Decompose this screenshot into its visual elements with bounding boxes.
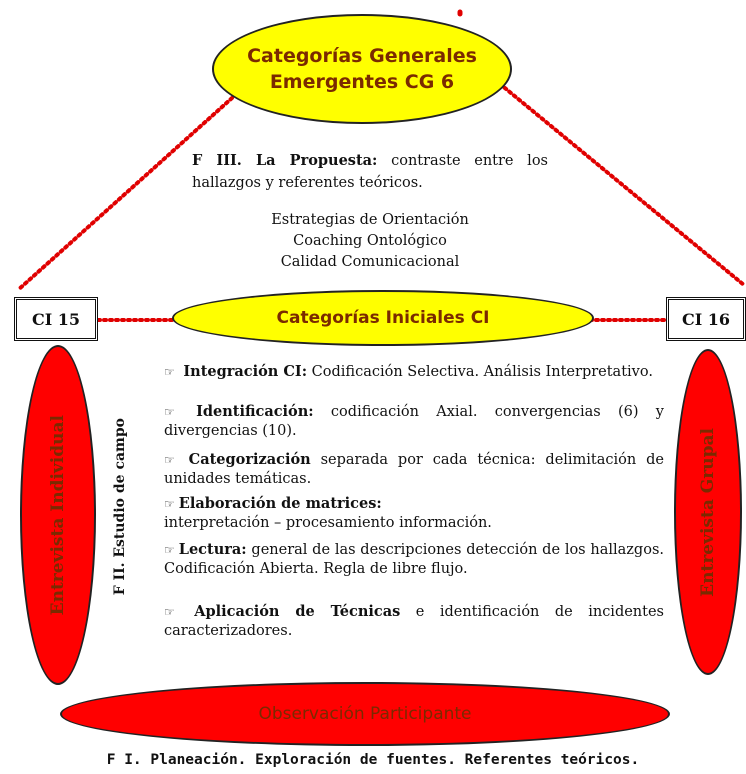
strategy-item: Estrategias de Orientación — [271, 212, 469, 228]
general-categories-line1: Categorías Generales — [247, 45, 477, 67]
item-text: interpretación – procesamiento informaci… — [164, 515, 492, 531]
item-title: Categorización — [188, 451, 311, 468]
item-title: Identificación: — [196, 403, 314, 420]
strategy-item: Calidad Comunicacional — [280, 254, 460, 270]
item-title: Aplicación de Técnicas — [194, 603, 401, 620]
individual-interview-label: Entrevista Individual — [48, 414, 68, 616]
initial-categories-ellipse: Categorías Iniciales CI — [172, 290, 594, 346]
ci-left-box: CI 15 — [14, 297, 98, 341]
item-text: separada por cada técnica: delimitación … — [164, 452, 664, 487]
phase3-text: F III. La Propuesta: contraste entre los… — [192, 150, 548, 194]
process-item: ☞ Categorización separada por cada técni… — [164, 450, 664, 494]
pointing-hand-icon: ☞ — [164, 497, 175, 511]
process-item: ☞Lectura: general de las descripciones d… — [164, 540, 664, 602]
participant-observation-ellipse: Observación Participante — [60, 682, 670, 746]
general-categories-ellipse: Categorías Generales Emergentes CG 6 — [212, 14, 512, 124]
item-text: codificación Axial. convergencias (6) y … — [164, 404, 664, 439]
ci-right-label: CI 16 — [681, 309, 731, 329]
general-categories-line2: Emergentes CG 6 — [269, 71, 455, 93]
process-item: ☞ Integración CI: Codificación Selectiva… — [164, 362, 664, 402]
process-item: ☞ Identificación: codificación Axial. co… — [164, 402, 664, 450]
phase3-title: F III. La Propuesta: — [192, 152, 378, 169]
process-items: ☞ Integración CI: Codificación Selectiva… — [164, 362, 664, 642]
item-text: Codificación Selectiva. Análisis Interpr… — [307, 364, 653, 380]
process-item: ☞ Aplicación de Técnicas e identificació… — [164, 602, 664, 642]
item-title: Elaboración de matrices: — [178, 495, 382, 512]
pointing-hand-icon: ☞ — [164, 543, 175, 557]
pointing-hand-icon: ☞ — [164, 453, 175, 467]
item-title: Lectura: — [178, 541, 247, 558]
initial-categories-label: Categorías Iniciales CI — [276, 308, 490, 328]
item-text: e identificación de incidentes caracteri… — [164, 604, 664, 639]
pointing-hand-icon: ☞ — [164, 605, 175, 619]
process-item: ☞Elaboración de matrices: interpretación… — [164, 494, 664, 540]
phase2-label: F II. Estudio de campo — [112, 418, 128, 596]
strategy-item: Coaching Ontológico — [293, 233, 447, 249]
item-title: Integración CI: — [183, 363, 308, 380]
participant-observation-label: Observación Participante — [258, 704, 472, 724]
group-interview-label: Entrevista Grupal — [698, 427, 718, 597]
phase2-label-wrap: F II. Estudio de campo — [112, 372, 128, 642]
right-diagonal-line — [498, 82, 746, 287]
pointing-hand-icon: ☞ — [164, 365, 175, 379]
left-diagonal-line — [16, 96, 234, 292]
ci-right-box: CI 16 — [666, 297, 746, 341]
group-interview-ellipse: Entrevista Grupal — [674, 349, 742, 675]
individual-interview-ellipse: Entrevista Individual — [20, 345, 96, 685]
phase1-text: F I. Planeación. Exploración de fuentes.… — [106, 752, 640, 768]
ci-left-label: CI 15 — [31, 309, 81, 329]
pointing-hand-icon: ☞ — [164, 405, 175, 419]
item-text: general de las descripciones detección d… — [164, 542, 664, 577]
phase3-description: contraste entre los hallazgos y referent… — [192, 153, 548, 191]
strategies-list: Estrategias de Orientación Coaching Onto… — [200, 210, 540, 273]
